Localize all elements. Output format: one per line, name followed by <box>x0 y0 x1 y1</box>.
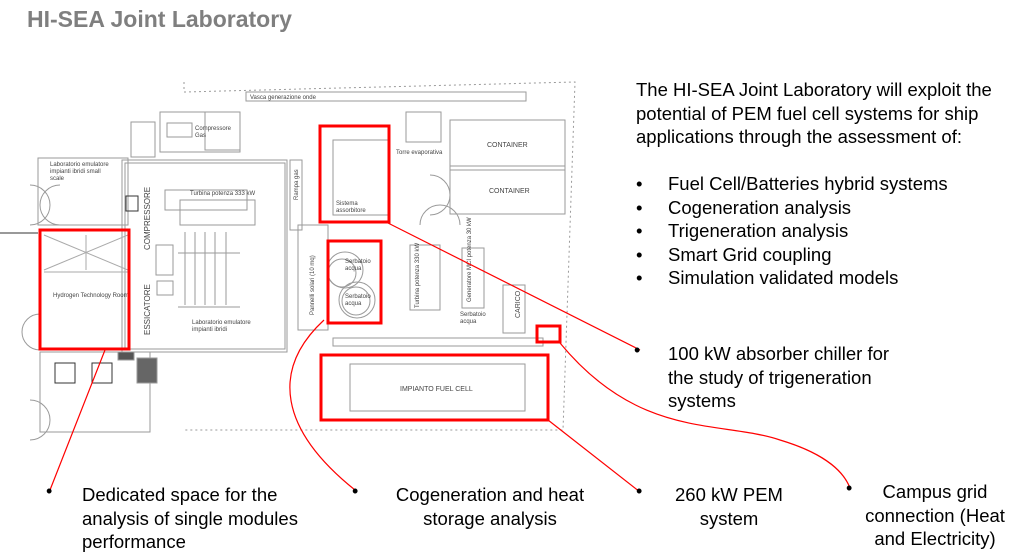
label-lab-small-2: impianti ibridi small <box>50 169 101 175</box>
bullet-dot: • <box>636 481 643 501</box>
label-serbatoio-3: Serbatoio <box>460 312 486 318</box>
highlight-absorber <box>318 124 391 224</box>
hydrogen-room-ceiling <box>43 234 129 273</box>
label-fuel-cell: IMPIANTO FUEL CELL <box>400 386 473 393</box>
highlight-grid <box>535 324 562 344</box>
highlight-hydrogen-room <box>38 228 131 351</box>
label-lab-small-3: scale <box>50 176 65 182</box>
highlight-storage <box>326 239 383 325</box>
bullet-dot: • <box>46 481 53 501</box>
callout-chiller: 100 kW absorber chiller for the study of… <box>668 343 890 411</box>
label-compressore: COMPRESSORE <box>143 187 152 250</box>
label-pannelli: Pannelli solari (10 mq) <box>310 255 316 315</box>
label-serbatoio-3b: acqua <box>460 319 477 325</box>
callout-pem: 260 kW PEM system <box>675 484 783 529</box>
plan-fixtures <box>0 232 113 384</box>
label-hydrogen-room: Hydrogen Technology Room <box>53 293 129 299</box>
callout-cogeneration: Cogeneration and heat storage analysis <box>395 484 585 529</box>
list-item: Trigeneration analysis <box>636 219 948 243</box>
label-container-1: CONTAINER <box>487 142 528 149</box>
callout-dedicated-space: Dedicated space for the analysis of sing… <box>82 484 298 552</box>
capabilities-list: Fuel Cell/Batteries hybrid systems Cogen… <box>636 172 948 290</box>
slide-title: HI-SEA Joint Laboratory <box>27 6 292 32</box>
label-serbatoio-1: Serbatoio <box>345 259 371 265</box>
label-compressore-gas: Compressore <box>195 126 232 132</box>
label-torre: Torre evaporativa <box>396 150 443 156</box>
label-generatore: Generatore MCI potenza 30 kW <box>467 217 473 302</box>
callout-connectors <box>49 221 851 493</box>
list-item: Simulation validated models <box>636 266 948 290</box>
list-item: Smart Grid coupling <box>636 243 948 267</box>
label-turbina-330: Turbina potenza 330 kW <box>415 243 421 308</box>
list-item: Cogeneration analysis <box>636 196 948 220</box>
label-turbina-333: Turbina potenza 333 kW <box>190 191 255 197</box>
label-rampa-gas: Rampa gas <box>294 169 300 200</box>
callout-campus-grid: Campus grid connection (Heat and Electri… <box>865 481 1005 549</box>
label-serbatoio-2b: acqua <box>345 301 362 307</box>
bullet-dot: • <box>634 340 641 360</box>
label-carico: CARICO <box>515 290 522 318</box>
label-serbatoio-2: Serbatoio <box>345 294 371 300</box>
list-item: Fuel Cell/Batteries hybrid systems <box>636 172 948 196</box>
label-lab-small: Laboratorio emulatore <box>50 162 109 168</box>
label-sistema-2: assorbitore <box>336 208 366 214</box>
label-essicatore: ESSICATORE <box>143 284 152 335</box>
bullet-dot: • <box>352 481 359 501</box>
label-lab-2: impianti ibridi <box>192 327 227 333</box>
highlight-fuel-cell <box>319 353 550 422</box>
bullet-dot: • <box>846 478 853 498</box>
label-compressore-gas-2: Gas <box>195 133 206 139</box>
label-vasca: Vasca generazione onde <box>250 95 317 101</box>
label-sistema: Sistema <box>336 201 358 207</box>
label-lab: Laboratorio emulatore <box>192 320 251 326</box>
label-serbatoio-1b: acqua <box>345 266 362 272</box>
intro-text: The HI-SEA Joint Laboratory will exploit… <box>636 79 992 147</box>
label-container-2: CONTAINER <box>489 188 530 195</box>
plan-walls <box>21 81 576 441</box>
